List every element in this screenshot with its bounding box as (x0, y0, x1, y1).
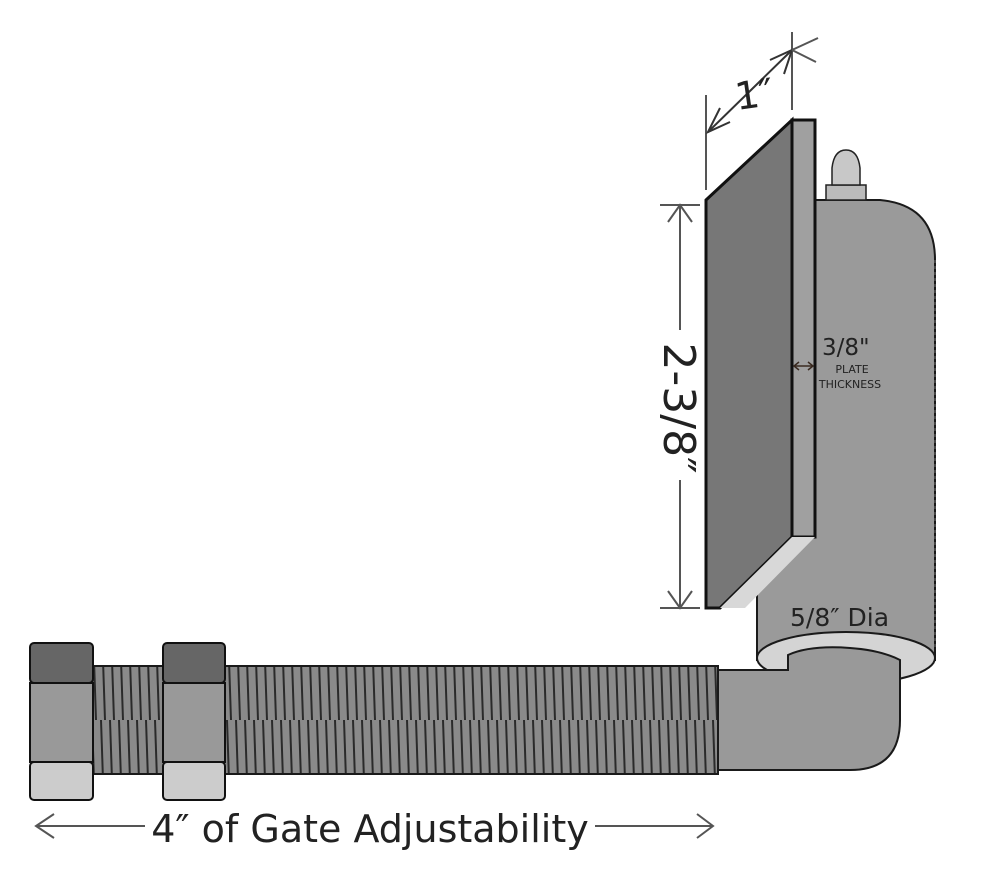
plate-thickness-value: 3/8" (822, 335, 870, 361)
adjustability-arrows (34, 813, 715, 839)
hex-nut-outer (29, 642, 94, 801)
plate-width-label: 1″ (732, 70, 776, 119)
plate-thickness-label-1: PLATE (835, 363, 868, 376)
mounting-plate (704, 116, 817, 610)
pin-diameter-label: 5/8″ Dia (790, 603, 889, 632)
plate-height-dimension (660, 203, 700, 610)
grease-fitting-icon (825, 149, 867, 201)
pin-elbow (711, 646, 901, 771)
plate-width-dimension (705, 32, 819, 190)
adjustability-label: 4″ of Gate Adjustability (151, 807, 589, 851)
plate-thickness-label-2: THICKNESS (818, 378, 881, 391)
hex-nut-inner (162, 642, 226, 801)
plate-height-label: 2-3/8″ (653, 342, 704, 473)
thickness-arrow-icon (792, 361, 815, 371)
